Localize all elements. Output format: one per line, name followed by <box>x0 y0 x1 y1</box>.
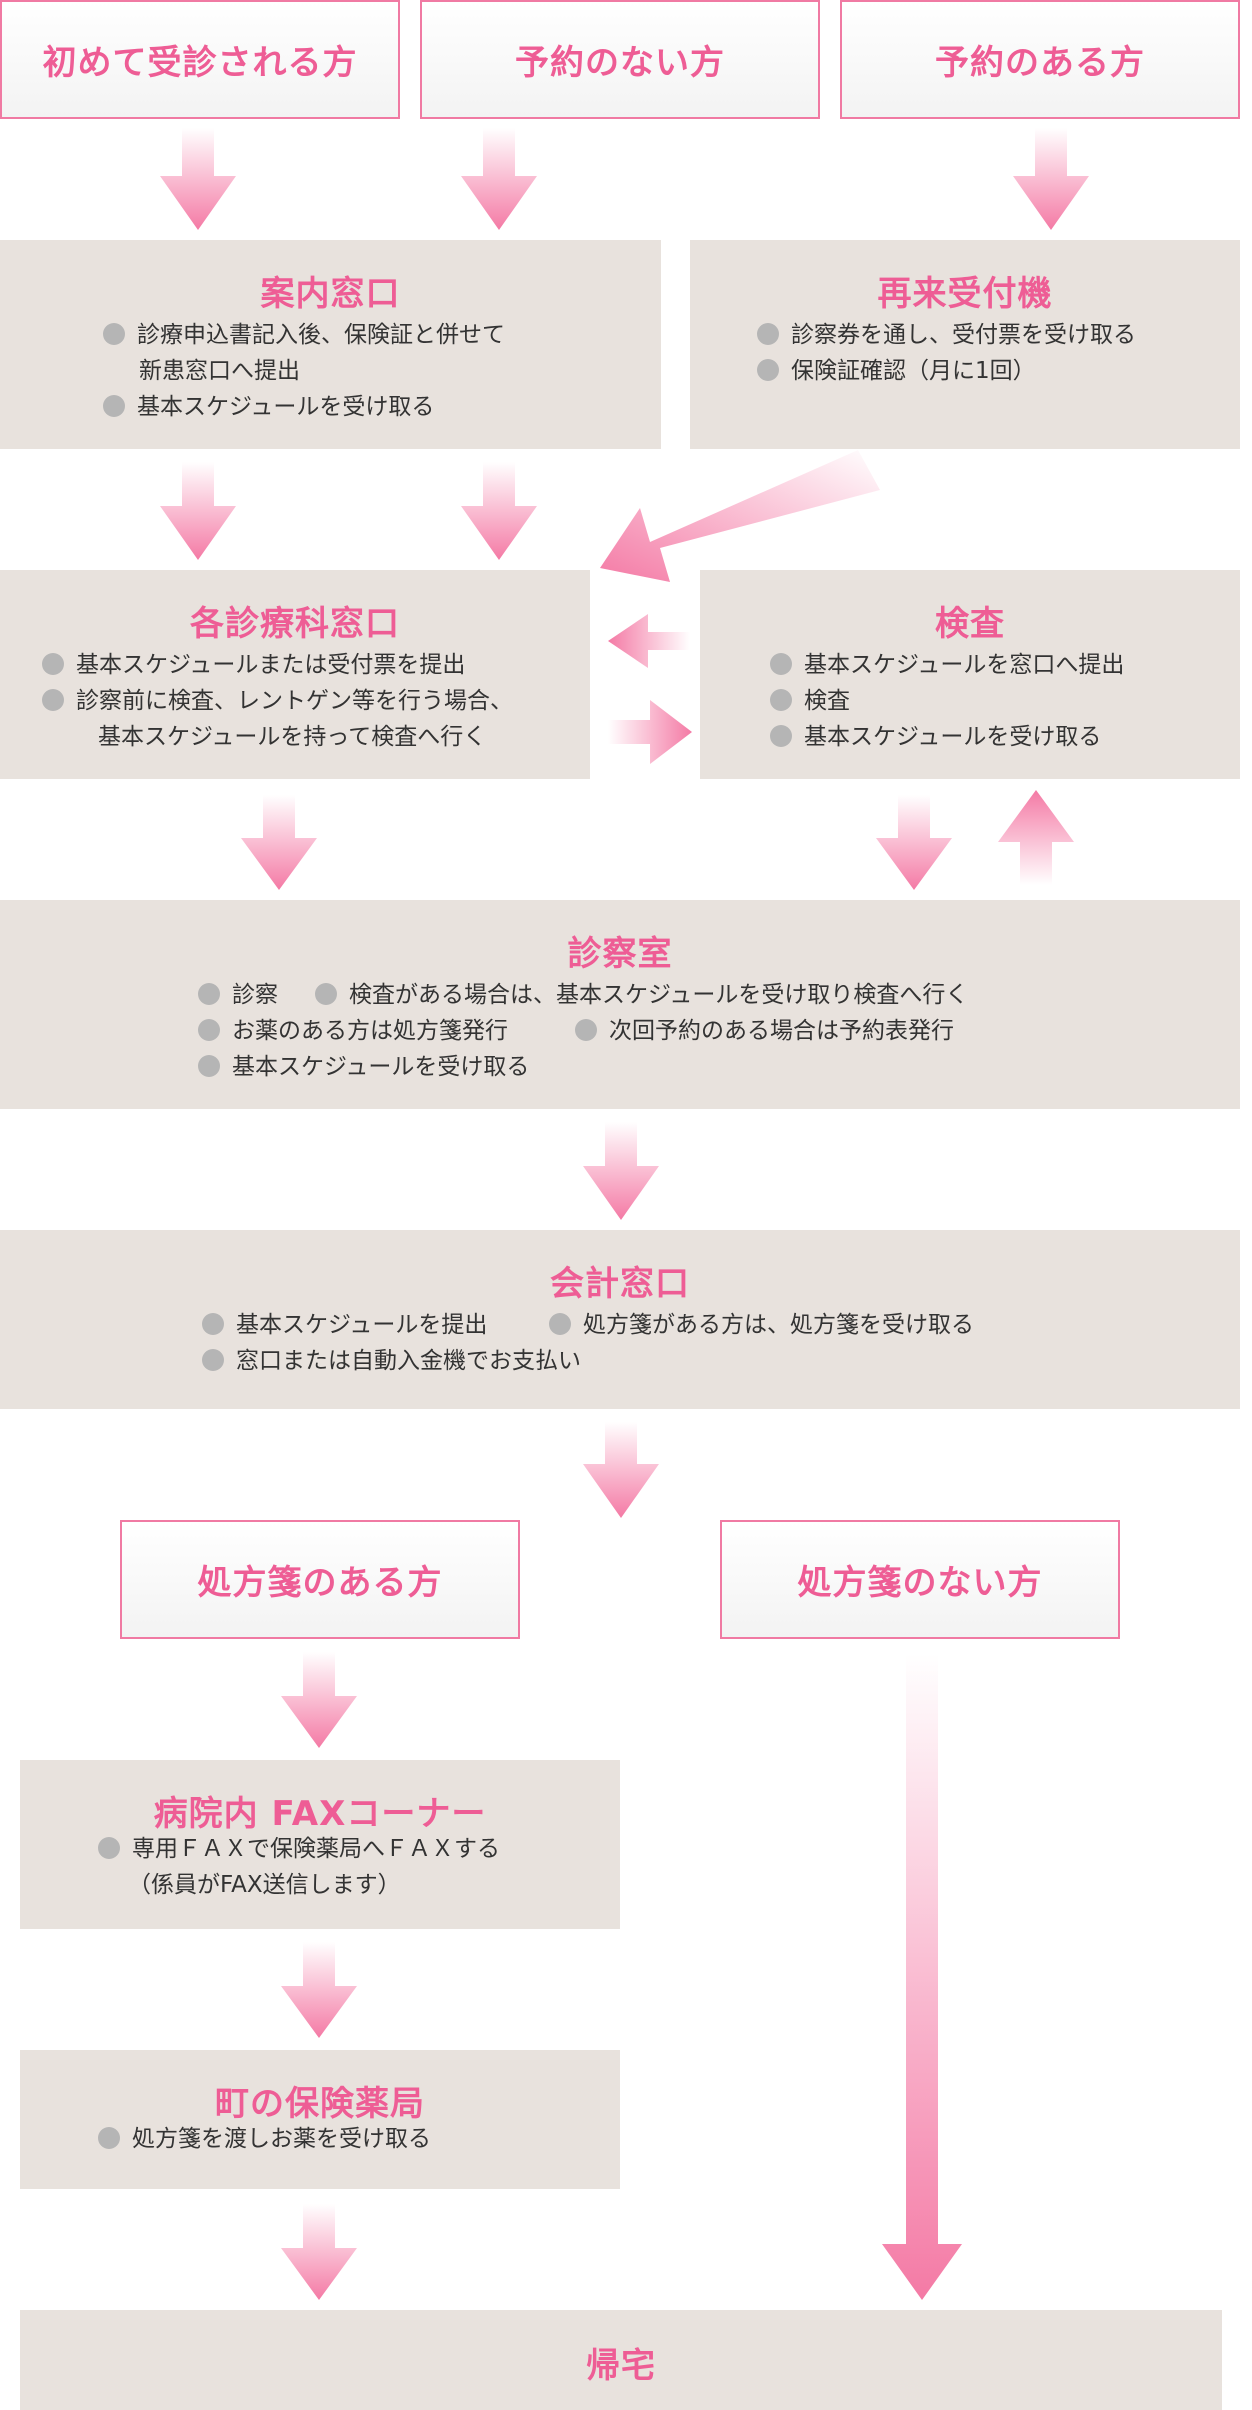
dept-window-item-2: 診察前に検査、レントゲン等を行う場合、 <box>42 686 513 716</box>
arrow-down-10 <box>281 1652 357 1748</box>
bullet-icon <box>98 2127 120 2149</box>
consultation-item-1: 診察 <box>198 980 278 1010</box>
bullet-icon <box>202 1349 224 1371</box>
fax-corner-box: 病院内 FAXコーナー 専用ＦＡＸで保険薬局へＦＡＸする （係員がFAX送信しま… <box>20 1760 620 1929</box>
bullet-icon <box>770 689 792 711</box>
arrow-down-3 <box>1013 128 1089 230</box>
bullet-icon <box>42 689 64 711</box>
accounting-item-1: 基本スケジュールを提出 <box>202 1310 487 1340</box>
arrow-down-long <box>882 1654 962 2300</box>
pharmacy-title: 町の保険薬局 <box>215 2084 425 2124</box>
consultation-title: 診察室 <box>567 934 673 974</box>
dept-window-box: 各診療科窓口 基本スケジュールまたは受付票を提出 診察前に検査、レントゲン等を行… <box>0 570 590 779</box>
accounting-item-3: 窓口または自動入金機でお支払い <box>202 1346 581 1376</box>
arrow-down-2 <box>461 128 537 230</box>
reception-title: 案内窓口 <box>260 274 401 314</box>
revisit-machine-box: 再来受付機 診察券を通し、受付票を受け取る 保険証確認（月に1回） <box>690 240 1240 449</box>
header-first-visit: 初めて受診される方 <box>0 0 400 119</box>
accounting-box: 会計窓口 基本スケジュールを提出 処方箋がある方は、処方箋を受け取る 窓口または… <box>0 1230 1240 1409</box>
header-reservation-label: 予約のある方 <box>935 43 1145 83</box>
header-no-reservation-label: 予約のない方 <box>515 43 725 83</box>
exam-title: 検査 <box>935 604 1005 644</box>
bullet-icon <box>198 983 220 1005</box>
consultation-item-2: 検査がある場合は、基本スケジュールを受け取り検査へ行く <box>315 980 968 1010</box>
fax-corner-item-1: 専用ＦＡＸで保険薬局へＦＡＸする <box>98 1834 500 1864</box>
bullet-icon <box>315 983 337 1005</box>
home-box: 帰宅 <box>20 2310 1222 2410</box>
bullet-icon <box>103 395 125 417</box>
arrow-down-6 <box>241 795 317 890</box>
arrow-down-5 <box>461 462 537 560</box>
fax-corner-item-1-cont: （係員がFAX送信します） <box>128 1872 401 1898</box>
bullet-icon <box>98 1837 120 1859</box>
consultation-item-5: 基本スケジュールを受け取る <box>198 1052 529 1082</box>
arrow-left <box>608 614 690 668</box>
pharmacy-box: 町の保険薬局 処方箋を渡しお薬を受け取る <box>20 2050 620 2189</box>
exam-item-3: 基本スケジュールを受け取る <box>770 722 1101 752</box>
header-no-reservation: 予約のない方 <box>420 0 820 119</box>
revisit-machine-title: 再来受付機 <box>877 274 1053 314</box>
header-reservation: 予約のある方 <box>840 0 1240 119</box>
exam-item-1: 基本スケジュールを窓口へ提出 <box>770 650 1124 680</box>
dept-window-item-1: 基本スケジュールまたは受付票を提出 <box>42 650 465 680</box>
accounting-item-2: 処方箋がある方は、処方箋を受け取る <box>549 1310 974 1340</box>
bullet-icon <box>770 725 792 747</box>
dept-window-item-2-cont: 基本スケジュールを持って検査へ行く <box>98 724 487 750</box>
bullet-icon <box>42 653 64 675</box>
exam-box: 検査 基本スケジュールを窓口へ提出 検査 基本スケジュールを受け取る <box>700 570 1240 779</box>
bullet-icon <box>575 1019 597 1041</box>
arrow-down-4 <box>160 462 236 560</box>
arrow-down-8 <box>583 1122 659 1220</box>
bullet-icon <box>757 323 779 345</box>
arrow-diagonal <box>600 450 880 582</box>
pharmacy-item-1: 処方箋を渡しお薬を受け取る <box>98 2124 431 2154</box>
header-with-prescription: 処方箋のある方 <box>120 1520 520 1639</box>
home-title: 帰宅 <box>586 2346 656 2386</box>
bullet-icon <box>757 359 779 381</box>
arrow-down-12 <box>281 2204 357 2300</box>
revisit-machine-item-1: 診察券を通し、受付票を受け取る <box>757 320 1136 350</box>
accounting-title: 会計窓口 <box>550 1264 690 1304</box>
arrow-up-1 <box>998 790 1074 885</box>
bullet-icon <box>549 1313 571 1335</box>
bullet-icon <box>103 323 125 345</box>
arrow-down-7 <box>876 795 952 890</box>
reception-item-1: 診療申込書記入後、保険証と併せて <box>103 320 505 350</box>
arrow-down-9 <box>583 1422 659 1518</box>
reception-box: 案内窓口 診療申込書記入後、保険証と併せて 新患窓口へ提出 基本スケジュールを受… <box>0 240 661 449</box>
arrow-right <box>608 700 692 764</box>
consultation-item-4: 次回予約のある場合は予約表発行 <box>575 1016 954 1046</box>
header-without-prescription: 処方箋のない方 <box>720 1520 1120 1639</box>
reception-item-1-cont: 新患窓口へ提出 <box>139 358 300 384</box>
arrow-down-1 <box>160 128 236 230</box>
consultation-box: 診察室 診察 検査がある場合は、基本スケジュールを受け取り検査へ行く お薬のある… <box>0 900 1240 1109</box>
fax-corner-title: 病院内 FAXコーナー <box>153 1794 487 1834</box>
bullet-icon <box>202 1313 224 1335</box>
dept-window-title: 各診療科窓口 <box>190 604 400 644</box>
header-without-prescription-label: 処方箋のない方 <box>797 1563 1043 1603</box>
bullet-icon <box>770 653 792 675</box>
bullet-icon <box>198 1019 220 1041</box>
bullet-icon <box>198 1055 220 1077</box>
arrow-down-11 <box>281 1942 357 2038</box>
header-with-prescription-label: 処方箋のある方 <box>197 1563 443 1603</box>
consultation-item-3: お薬のある方は処方箋発行 <box>198 1016 508 1046</box>
revisit-machine-item-2: 保険証確認（月に1回） <box>757 356 1036 386</box>
header-first-visit-label: 初めて受診される方 <box>42 43 358 83</box>
reception-item-2: 基本スケジュールを受け取る <box>103 392 434 422</box>
exam-item-2: 検査 <box>770 686 850 716</box>
